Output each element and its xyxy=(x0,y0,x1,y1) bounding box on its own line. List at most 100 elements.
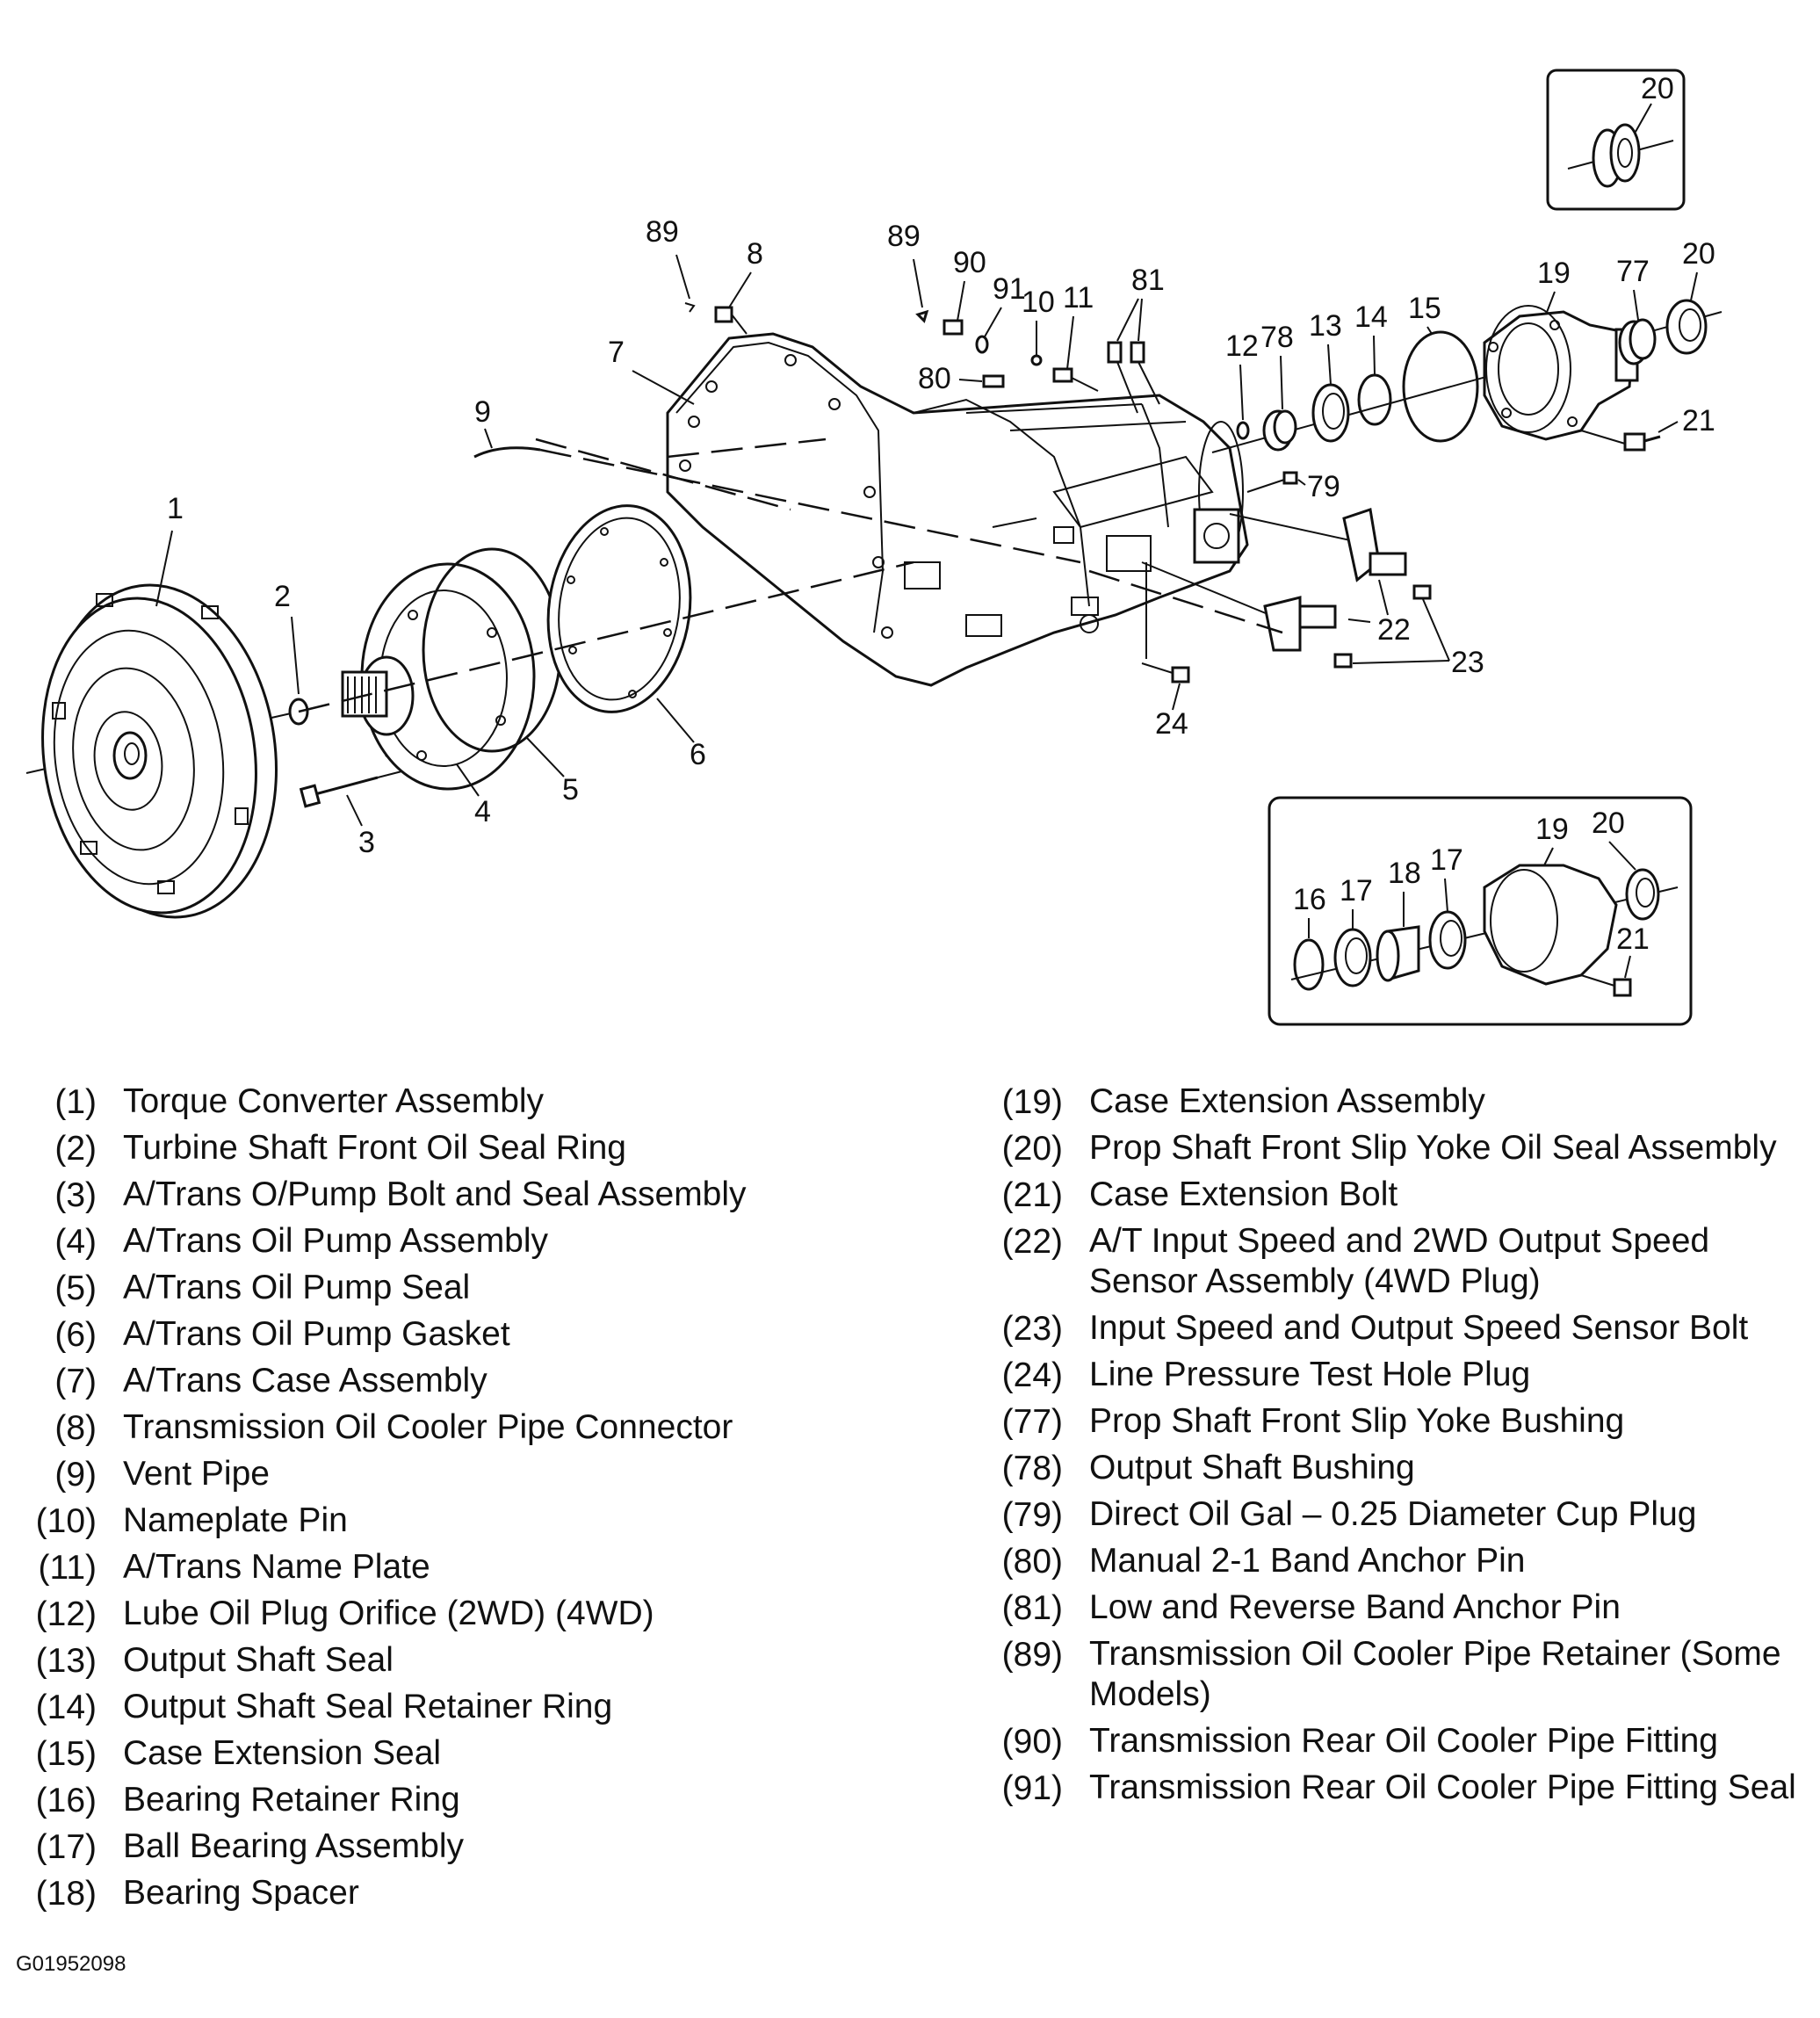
legend-item: (77)Prop Shaft Front Slip Yoke Bushing xyxy=(993,1399,1809,1445)
legend-item-description: Case Extension Bolt xyxy=(1089,1175,1398,1213)
legend-item-description: Direct Oil Gal – 0.25 Diameter Cup Plug xyxy=(1089,1495,1697,1533)
legend-item-description: A/Trans Oil Pump Assembly xyxy=(123,1222,549,1260)
callout-5: 5 xyxy=(562,773,579,806)
legend-item-number: (91) xyxy=(1001,1769,1063,1807)
callout-13: 13 xyxy=(1309,309,1342,343)
inset-callout-17b: 17 xyxy=(1430,843,1463,877)
callout-8: 8 xyxy=(747,237,763,271)
legend-item: (8)Transmission Oil Cooler Pipe Connecto… xyxy=(26,1405,931,1451)
test-hole-plug xyxy=(1141,562,1190,684)
legend-item-number: (89) xyxy=(1001,1636,1063,1674)
callout-14: 14 xyxy=(1354,300,1388,334)
legend-item: (24)Line Pressure Test Hole Plug xyxy=(993,1352,1809,1399)
inset-4wd-bearing-detail xyxy=(1268,796,1693,1026)
legend-item: (4) A/Trans Oil Pump Assembly xyxy=(26,1219,931,1265)
pump-gasket xyxy=(546,504,692,713)
legend-item: (91) Transmission Rear Oil Cooler Pipe Fi… xyxy=(993,1765,1809,1812)
legend-item-description: Manual 2-1 Band Anchor Pin xyxy=(1089,1542,1526,1580)
oil-pump xyxy=(341,562,536,791)
legend-item-number: (21) xyxy=(1001,1176,1063,1214)
legend-item-number: (18) xyxy=(35,1875,97,1913)
legend-item-description: Bearing Spacer xyxy=(123,1874,359,1912)
callout-12: 12 xyxy=(1225,329,1259,363)
legend-item-number: (15) xyxy=(35,1735,97,1773)
legend-item: (9) Vent Pipe xyxy=(26,1451,931,1498)
legend-item-description: Transmission Rear Oil Cooler Pipe Fittin… xyxy=(1089,1768,1796,1806)
legend-item: (18) Bearing Spacer xyxy=(26,1870,931,1917)
slip-yoke-oil-seal xyxy=(1665,299,1708,355)
legend-item: (19) Case Extension Assembly xyxy=(993,1079,1809,1125)
legend-item-number: (90) xyxy=(1001,1723,1063,1761)
legend-item: (79)Direct Oil Gal – 0.25 Diameter Cup P… xyxy=(993,1492,1809,1538)
legend-item: (80)Manual 2-1 Band Anchor Pin xyxy=(993,1538,1809,1585)
legend-item-description: A/Trans Oil Pump Gasket xyxy=(123,1315,510,1353)
legend-item-number: (2) xyxy=(54,1130,97,1168)
legend-item-description: A/Trans Oil Pump Seal xyxy=(123,1269,471,1306)
legend-item-description: A/Trans Name Plate xyxy=(123,1548,430,1586)
callout-91: 91 xyxy=(993,272,1026,306)
inset-callout-20: 20 xyxy=(1592,806,1625,840)
legend-item: (2) Turbine Shaft Front Oil Seal Ring xyxy=(26,1125,931,1172)
case-extension-seal xyxy=(1402,330,1479,443)
legend-item-description: Output Shaft Seal Retainer Ring xyxy=(123,1688,613,1725)
legend-item-description: Nameplate Pin xyxy=(123,1501,348,1539)
callout-24: 24 xyxy=(1155,707,1188,741)
legend-item-number: (19) xyxy=(1001,1083,1063,1121)
legend-item: (23)Input Speed and Output Speed Sensor … xyxy=(993,1306,1809,1352)
callout-9: 9 xyxy=(474,395,491,429)
legend-item-number: (14) xyxy=(35,1689,97,1726)
slip-yoke-bushing xyxy=(1618,318,1657,365)
legend-item-number: (24) xyxy=(1001,1356,1063,1394)
lube-plug xyxy=(1236,421,1250,440)
legend-item-description: Output Shaft Bushing xyxy=(1089,1449,1415,1486)
legend-item: (3)A/Trans O/Pump Bolt and Seal Assembly xyxy=(26,1172,931,1219)
legend-item-number: (13) xyxy=(35,1642,97,1680)
exploded-view-diagram: 20 1 2 3 xyxy=(25,69,1722,1026)
case-extension-bolt xyxy=(1580,430,1661,452)
callout-77: 77 xyxy=(1616,255,1650,288)
callout-23: 23 xyxy=(1451,646,1484,679)
legend-item: (16)Bearing Retainer Ring xyxy=(26,1777,931,1824)
cup-plug xyxy=(1282,471,1298,485)
legend-item: (14) Output Shaft Seal Retainer Ring xyxy=(26,1684,931,1731)
inset-callout-19: 19 xyxy=(1535,813,1569,846)
output-shaft-bushing xyxy=(1262,409,1297,452)
legend-left-column: (1)Torque Converter Assembly(2)Turbine S… xyxy=(26,1079,931,1917)
legend-item-number: (20) xyxy=(1001,1130,1063,1168)
callout-79: 79 xyxy=(1307,470,1340,503)
legend-item: (6) A/Trans Oil Pump Gasket xyxy=(26,1312,931,1358)
legend-item-number: (4) xyxy=(54,1223,97,1261)
callout-22: 22 xyxy=(1377,613,1411,647)
callout-15: 15 xyxy=(1408,292,1441,325)
legend-item-description: Transmission Oil Cooler Pipe Connector xyxy=(123,1408,733,1446)
case-extension xyxy=(1483,305,1639,441)
legend-item-number: (22) xyxy=(1001,1223,1063,1261)
legend-item-number: (3) xyxy=(54,1176,97,1214)
legend-item-description: Vent Pipe xyxy=(123,1455,270,1493)
legend-item: (15)Case Extension Seal xyxy=(26,1731,931,1777)
vent-pipe xyxy=(473,446,541,459)
legend-item-number: (7) xyxy=(54,1363,97,1400)
legend-item-number: (12) xyxy=(35,1595,97,1633)
callout-21: 21 xyxy=(1682,404,1715,438)
callout-6: 6 xyxy=(690,738,706,771)
legend-item-number: (77) xyxy=(1001,1403,1063,1441)
legend-item: (17)Ball Bearing Assembly xyxy=(26,1824,931,1870)
legend-item-description: Turbine Shaft Front Oil Seal Ring xyxy=(123,1129,626,1167)
callout-7: 7 xyxy=(608,336,625,369)
legend-item-number: (9) xyxy=(54,1456,97,1494)
legend-item: (11) A/Trans Name Plate xyxy=(26,1544,931,1591)
legend-item: (13)Output Shaft Seal xyxy=(26,1638,931,1684)
inset-seal-detail: 20 xyxy=(1546,69,1686,211)
callout-80: 80 xyxy=(918,362,951,395)
legend-item: (21) Case Extension Bolt xyxy=(993,1172,1809,1219)
inset-callout-21: 21 xyxy=(1616,922,1650,956)
legend-item-number: (11) xyxy=(38,1549,97,1587)
legend-item-number: (6) xyxy=(54,1316,97,1354)
manual-band-pin xyxy=(982,374,1005,388)
legend-item: (7)A/Trans Case Assembly xyxy=(26,1358,931,1405)
legend-item-number: (78) xyxy=(1001,1450,1063,1487)
cooler-connector xyxy=(684,302,748,335)
legend-item-number: (1) xyxy=(54,1083,97,1121)
legend-item-description: Case Extension Assembly xyxy=(1089,1082,1485,1120)
